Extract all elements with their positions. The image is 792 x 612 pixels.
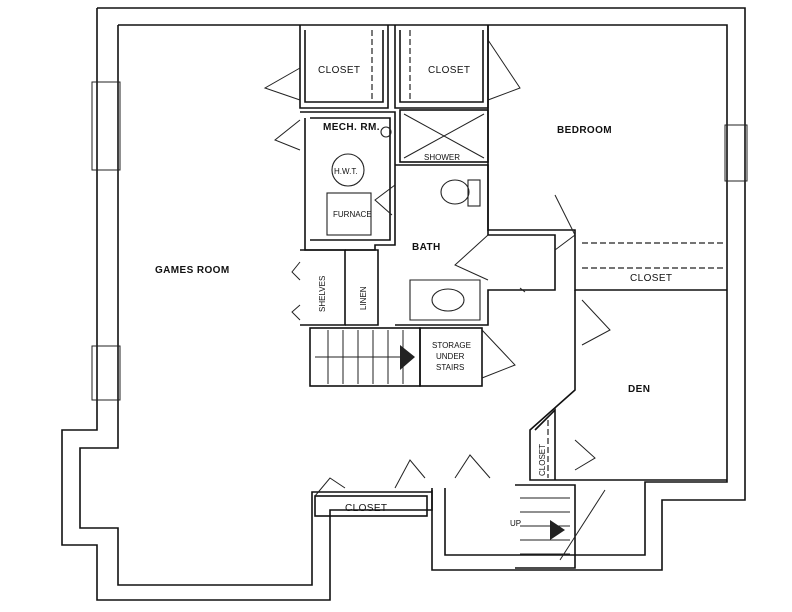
arrow-icon (400, 345, 415, 370)
top-closets (263, 25, 521, 109)
arrow-up-icon (550, 520, 565, 540)
bedroom-label: BEDROOM (557, 125, 612, 136)
linen-label: LINEN (359, 286, 368, 310)
den (529, 290, 727, 481)
water-heater-icon (331, 153, 365, 187)
shelves-label: SHELVES (318, 276, 327, 312)
window-left-upper (91, 81, 121, 171)
furnace-label: FURNACE (333, 210, 372, 219)
drain-icon (380, 126, 392, 138)
toilet-icon (440, 179, 470, 205)
closet-top-right-label: CLOSET (428, 65, 470, 76)
exterior-walls (61, 7, 748, 601)
window-left-lower (91, 345, 121, 401)
up-label: UP (510, 519, 521, 528)
storage-label-2: UNDER (436, 352, 465, 361)
closet-bedroom-label: CLOSET (630, 273, 672, 284)
mech-room-label: MECH. RM. (323, 122, 380, 133)
closet-den-label: CLOSET (538, 444, 547, 476)
window-right (724, 124, 748, 182)
storage-label-3: STAIRS (436, 363, 464, 372)
bath-label: BATH (412, 242, 441, 253)
games-room-label: GAMES ROOM (155, 265, 230, 276)
closet-bottom-label: CLOSET (345, 503, 387, 514)
shelves-linen (291, 249, 379, 326)
vanity-icon (409, 279, 481, 321)
sink-icon (431, 288, 465, 312)
closet-top-left-label: CLOSET (318, 65, 360, 76)
hwt-label: H.W.T. (334, 167, 358, 176)
den-label: DEN (628, 384, 650, 395)
bedroom (487, 25, 727, 346)
up-stairs (515, 484, 606, 569)
furnace-icon (326, 192, 372, 236)
bottom-closet (314, 454, 491, 517)
stairs (309, 327, 516, 387)
shower-label: SHOWER (424, 153, 460, 162)
storage-label-1: STORAGE (432, 341, 471, 350)
